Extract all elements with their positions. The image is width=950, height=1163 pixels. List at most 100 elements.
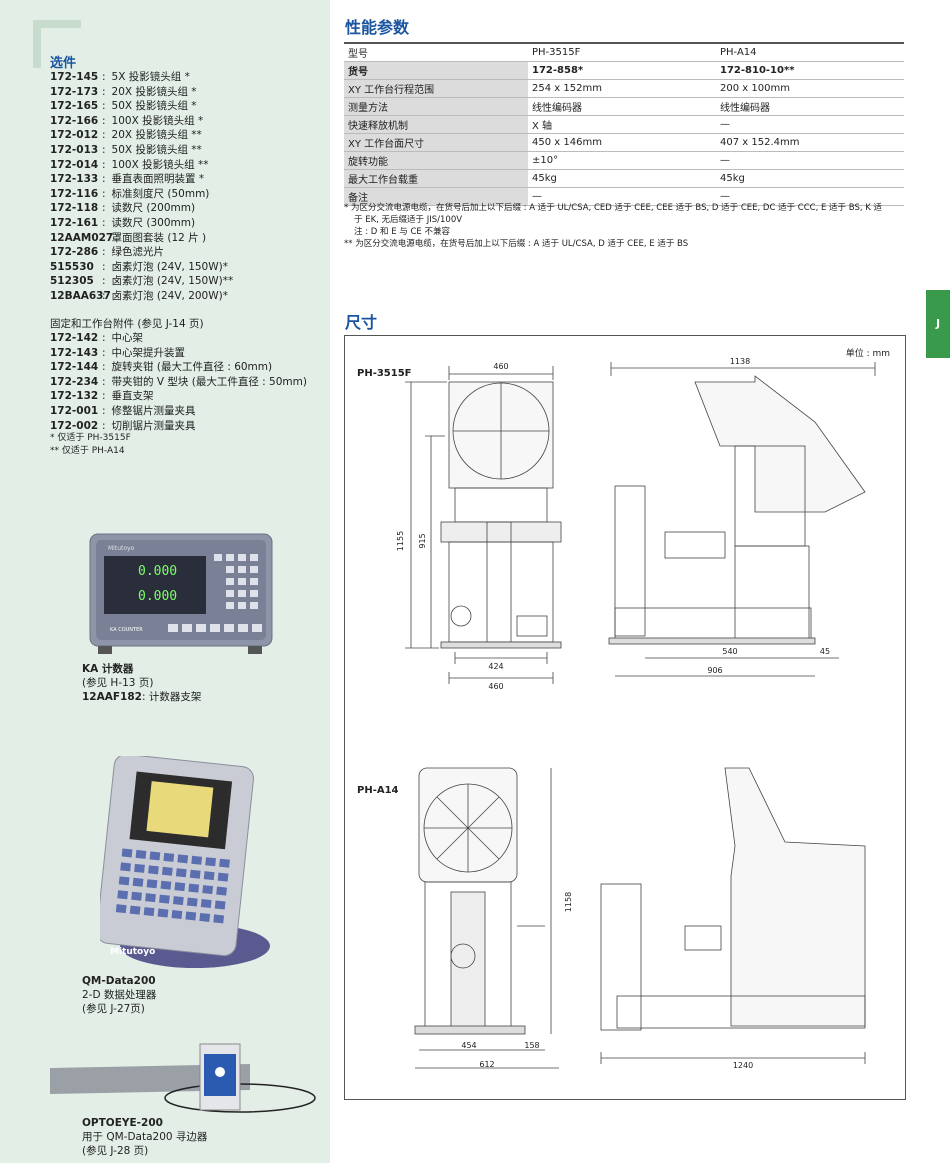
option-desc: 绿色滤光片 <box>111 246 165 259</box>
option-row: 172-234:带夹钳的 V 型块 (最大工件直径 : 50mm) <box>50 375 307 388</box>
spec-cell: XY 工作台行程范围 <box>344 79 528 98</box>
spec-row: 测量方法线性编码器线性编码器 <box>344 97 904 116</box>
option-row: 172-143:中心架提升装置 <box>50 346 186 359</box>
ka-stand-desc: : 计数器支架 <box>141 691 202 703</box>
option-code: 172-145 <box>50 71 99 83</box>
option-code: 172-118 <box>50 202 99 215</box>
option-row: 172-165:50X 投影镜头组 * <box>50 100 197 113</box>
optoeye-image <box>50 1043 316 1113</box>
options-title: 选件 <box>50 56 77 71</box>
options-list: 172-145:5X 投影镜头组 *172-173:20X 投影镜头组 *172… <box>50 70 233 304</box>
option-desc: 修整锯片测量夹具 <box>111 404 196 417</box>
ph3515f-side-view <box>608 362 876 677</box>
spec-cell: 旋转功能 <box>344 151 528 170</box>
option-code: 172-286 <box>50 246 99 259</box>
spec-cell: 快速释放机制 <box>344 115 528 134</box>
option-row: 172-002:切削锯片测量夹具 <box>50 419 196 432</box>
spec-cell: — <box>716 151 904 170</box>
ph3515f-front-view <box>405 366 562 684</box>
spec-cell: 254 x 152mm <box>528 79 716 98</box>
dim-title: 尺寸 <box>345 313 378 332</box>
dim-612: 612 <box>479 1060 494 1069</box>
spec-row: 备注—— <box>344 187 904 206</box>
ka-ref: (参见 H-13 页) <box>82 677 154 689</box>
option-code: 515530 <box>50 260 94 273</box>
option-desc: 读数尺 (200mm) <box>111 202 196 215</box>
option-row: 172-001:修整锯片测量夹具 <box>50 404 196 417</box>
option-row: 172-012:20X 投影镜头组 ** <box>50 129 202 142</box>
optoeye-desc: 用于 QM-Data200 寻边器 <box>82 1131 208 1143</box>
option-row: 172-116:标准刻度尺 (50mm) <box>50 187 210 200</box>
fixtures-title: 固定和工作台附件 (参见 J-14 页) <box>50 318 204 330</box>
spec-cell: 200 x 100mm <box>716 79 904 98</box>
dim-906: 906 <box>707 666 722 675</box>
option-desc: 50X 投影镜头组 * <box>111 100 197 113</box>
option-desc: 垂直表面照明装置 * <box>111 173 205 186</box>
option-row: 12BAA637:卤素灯泡 (24V, 200W)* <box>50 289 228 302</box>
option-code: 172-014 <box>50 158 99 171</box>
option-desc: 50X 投影镜头组 ** <box>111 143 202 156</box>
spec-cell: 线性编码器 <box>716 97 904 116</box>
notes-block: * 仅适于 PH-3515F ** 仅适于 PH-A14 <box>50 432 131 458</box>
spec-header-cell: PH-A14 <box>716 42 904 62</box>
qm-brand: Mitutoyo <box>110 947 155 957</box>
spec-cell: — <box>716 187 904 206</box>
option-row: 172-161:读数尺 (300mm) <box>50 216 196 229</box>
spec-cell: 45kg <box>528 169 716 188</box>
note-ph3515f: * 仅适于 PH-3515F <box>50 433 131 443</box>
optoeye-ref: (参见 J-28 页) <box>82 1145 149 1157</box>
spec-notes: * 为区分交流电源电缆，在货号后加上以下后缀 : A 适于 UL/CSA, CE… <box>344 202 906 250</box>
option-code: 172-234 <box>50 375 99 388</box>
option-code: 172-002 <box>50 419 99 432</box>
option-code: 172-143 <box>50 346 99 359</box>
option-code: 172-132 <box>50 390 99 403</box>
spec-header-cell: PH-3515F <box>528 42 716 62</box>
optoeye-name: OPTOEYE-200 <box>82 1117 163 1129</box>
spec-cell: 172-810-10** <box>716 61 904 80</box>
ka-readout-2: 0.000 <box>138 589 177 604</box>
section-tab-j: J <box>926 290 950 358</box>
note-b: 注 : D 和 E 与 CE 不兼容 <box>354 227 450 237</box>
ka-stand-code: 12AAF182 <box>82 691 142 703</box>
ka-brand: Mitutoyo <box>108 545 135 552</box>
spec-title: 性能参数 <box>345 18 410 37</box>
option-code: 172-173 <box>50 85 99 98</box>
note-pha14: ** 仅适于 PH-A14 <box>50 446 125 456</box>
dim-1138: 1138 <box>730 357 750 366</box>
model2-label: PH-A14 <box>357 785 399 796</box>
option-desc: 5X 投影镜头组 * <box>111 71 190 83</box>
ka-caption: KA 计数器 (参见 H-13 页) 12AAF182: 计数器支架 <box>82 662 201 704</box>
spec-cell: 172-858* <box>528 61 716 80</box>
option-code: 172-001 <box>50 404 99 417</box>
option-desc: 旋转夹钳 (最大工件直径 : 60mm) <box>111 361 273 374</box>
dim-1240: 1240 <box>733 1061 753 1070</box>
qm-name: QM-Data200 <box>82 975 156 987</box>
pha14-front-view <box>414 767 559 1069</box>
dimension-drawings: 单位 : mm PH-3515F PH-A14 460 1155 915 <box>357 347 890 1070</box>
ka-name: KA 计数器 <box>82 663 134 675</box>
spec-cell: ±10° <box>528 151 716 170</box>
option-code: 172-012 <box>50 129 99 142</box>
qm-data200-image: Mitutoyo <box>100 756 270 968</box>
option-desc: 100X 投影镜头组 ** <box>111 158 209 171</box>
option-desc: 100X 投影镜头组 * <box>111 114 204 127</box>
option-desc: 卤素灯泡 (24V, 150W)* <box>111 260 228 273</box>
note-a: * 为区分交流电源电缆，在货号后加上以下后缀 : A 适于 UL/CSA, CE… <box>344 203 883 213</box>
spec-cell: 货号 <box>344 61 528 80</box>
option-desc: 垂直支架 <box>111 390 154 403</box>
dim-460-bottom: 460 <box>488 682 503 691</box>
option-code: 172-013 <box>50 143 99 156</box>
option-desc: 带夹钳的 V 型块 (最大工件直径 : 50mm) <box>111 375 307 388</box>
option-row: 172-144:旋转夹钳 (最大工件直径 : 60mm) <box>50 361 273 374</box>
option-desc: 卤素灯泡 (24V, 200W)* <box>111 289 228 302</box>
dim-460-top: 460 <box>493 362 508 371</box>
option-code: 172-165 <box>50 100 99 113</box>
spec-cell: — <box>716 115 904 134</box>
option-row: 172-166:100X 投影镜头组 * <box>50 114 204 127</box>
